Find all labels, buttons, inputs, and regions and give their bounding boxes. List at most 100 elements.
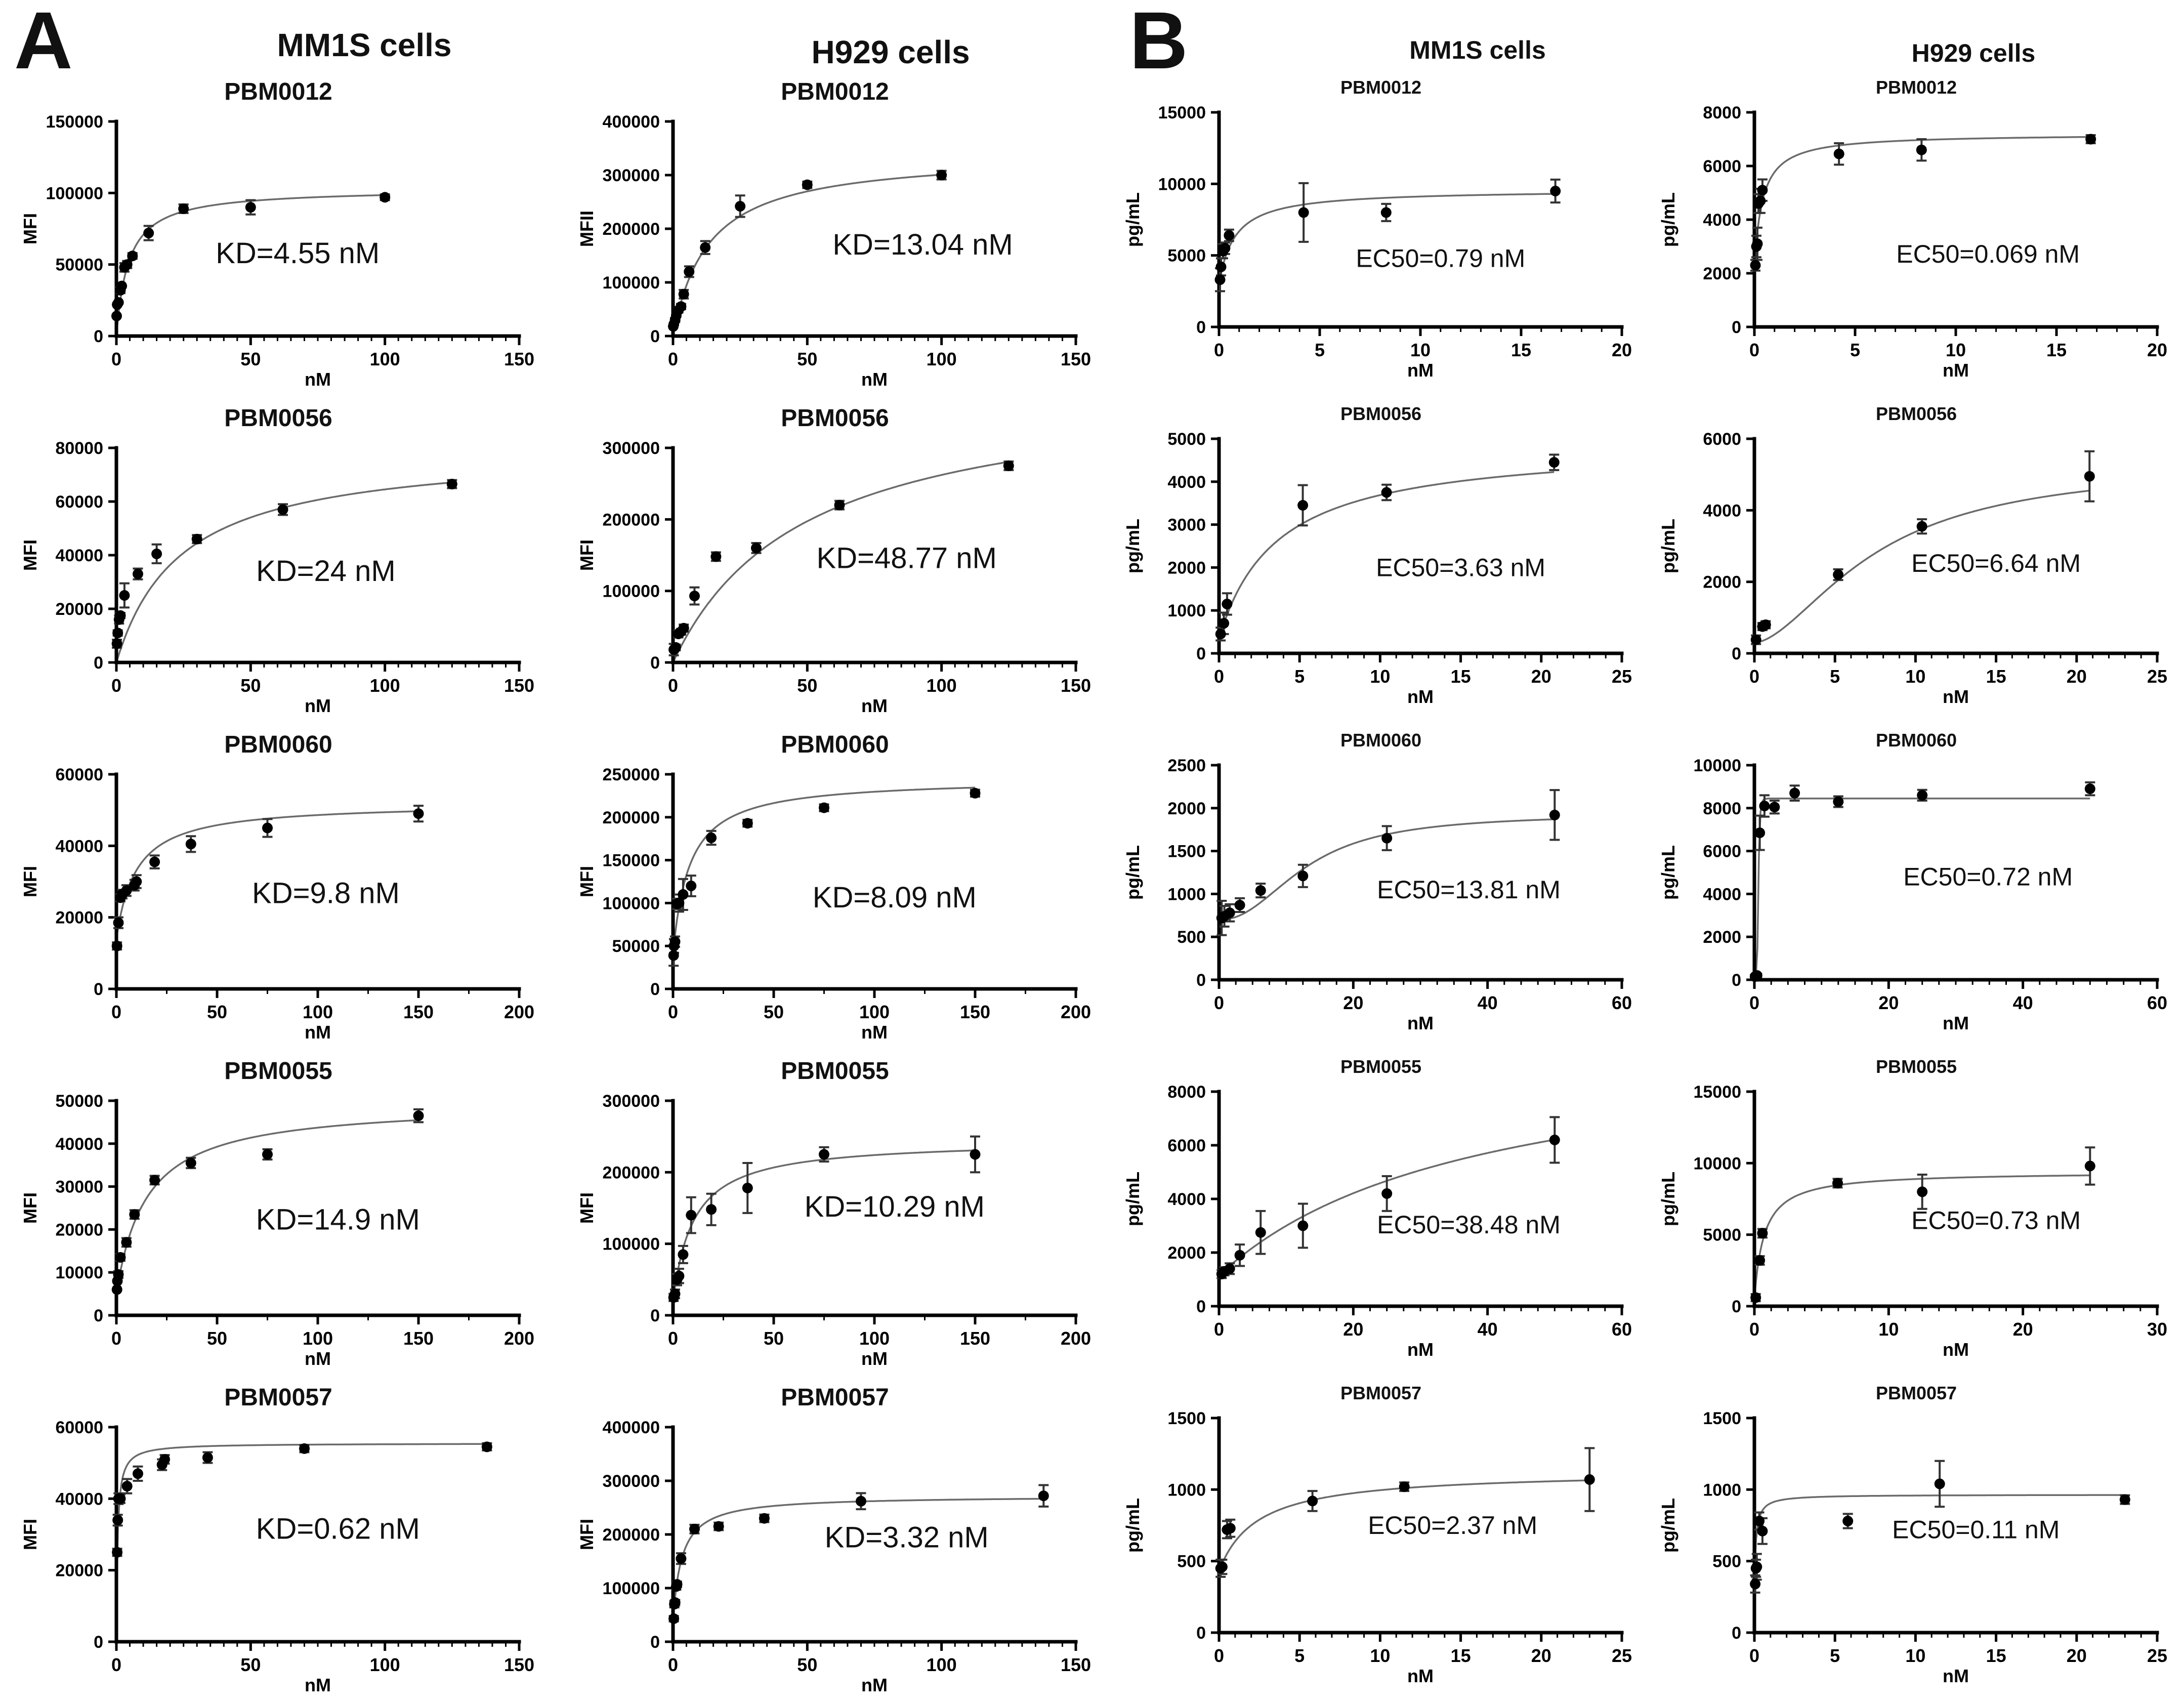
svg-text:150: 150: [504, 349, 534, 369]
data-point: [446, 479, 457, 489]
data-point: [1833, 148, 1844, 159]
data-point: [1234, 899, 1245, 910]
data-point: [819, 802, 829, 813]
svg-text:20: 20: [2067, 1645, 2087, 1666]
y-axis-label: pg/mL: [1658, 519, 1678, 573]
affinity-annotation: EC50=38.48 nM: [1377, 1211, 1561, 1239]
data-point: [121, 1481, 133, 1492]
axes-spines: [1752, 110, 2159, 329]
data-point: [674, 1270, 685, 1281]
data-point: [1934, 1478, 1945, 1489]
data-point: [735, 201, 746, 212]
x-axis-label: nM: [1407, 1666, 1434, 1685]
data-point: [1380, 207, 1392, 218]
svg-text:4000: 4000: [1703, 211, 1741, 230]
svg-text:15: 15: [1511, 340, 1531, 360]
svg-text:50: 50: [764, 1328, 784, 1349]
data-point: [1548, 457, 1560, 468]
data-point: [1220, 243, 1231, 254]
data-point: [1255, 885, 1266, 896]
svg-text:5: 5: [1315, 340, 1325, 360]
svg-text:80000: 80000: [55, 439, 103, 458]
affinity-annotation: KD=9.8 nM: [252, 877, 400, 909]
axes-spines: [1752, 437, 2159, 655]
y-axis-label: MFI: [576, 866, 597, 897]
y-axis-label: pg/mL: [1122, 519, 1143, 573]
data-point: [668, 1613, 680, 1624]
chart-title: PBM0055: [1340, 1056, 1422, 1077]
svg-text:25: 25: [1612, 1645, 1632, 1666]
svg-text:100: 100: [927, 1654, 957, 1675]
svg-text:10000: 10000: [1693, 1154, 1741, 1173]
x-axis-label: nM: [1407, 360, 1434, 380]
x-axis-label: nM: [305, 1022, 331, 1042]
svg-text:0: 0: [111, 1002, 121, 1022]
svg-text:200000: 200000: [603, 1163, 660, 1182]
data-point: [1222, 599, 1233, 609]
data-point: [1754, 827, 1766, 839]
svg-text:0: 0: [1749, 666, 1759, 687]
svg-text:40: 40: [1478, 992, 1498, 1013]
affinity-annotation: KD=4.55 nM: [216, 237, 380, 270]
data-point: [1769, 802, 1780, 813]
data-point: [1750, 260, 1761, 271]
svg-text:2000: 2000: [1167, 799, 1206, 818]
chart-title: PBM0055: [781, 1058, 889, 1085]
panel-b-mm1s-header: MM1S cells: [1409, 36, 1546, 64]
svg-text:40000: 40000: [55, 546, 103, 565]
svg-text:100: 100: [859, 1002, 890, 1022]
svg-text:0: 0: [1196, 318, 1206, 337]
svg-text:400000: 400000: [603, 112, 660, 132]
data-point: [277, 504, 288, 515]
affinity-annotation: KD=8.09 nM: [813, 881, 977, 914]
svg-text:200: 200: [504, 1002, 534, 1022]
svg-text:0: 0: [94, 1633, 103, 1652]
data-point: [262, 1149, 273, 1160]
chart-title: PBM0012: [224, 78, 332, 105]
data-point: [759, 1513, 770, 1524]
svg-text:150: 150: [960, 1328, 990, 1349]
svg-text:100000: 100000: [603, 1579, 660, 1598]
data-point: [689, 591, 700, 602]
data-point: [127, 251, 138, 262]
affinity-annotation: EC50=0.73 nM: [1911, 1206, 2081, 1234]
svg-text:20: 20: [1531, 666, 1551, 687]
svg-text:1000: 1000: [1167, 601, 1206, 620]
svg-text:100: 100: [370, 349, 400, 369]
x-axis-label: nM: [305, 1348, 331, 1368]
affinity-annotation: KD=0.62 nM: [256, 1512, 420, 1545]
svg-text:200: 200: [504, 1328, 534, 1349]
y-axis-label: MFI: [20, 866, 40, 897]
fit-curve: [672, 1498, 1044, 1620]
data-point: [1751, 1561, 1762, 1572]
svg-text:0: 0: [668, 675, 678, 696]
svg-text:100000: 100000: [603, 582, 660, 601]
svg-text:1000: 1000: [1703, 1480, 1741, 1500]
chart-title: PBM0057: [1340, 1383, 1422, 1403]
svg-text:0: 0: [1196, 644, 1206, 663]
svg-text:20000: 20000: [55, 600, 103, 619]
data-point: [1917, 1186, 1928, 1197]
svg-text:0: 0: [1749, 1319, 1759, 1340]
affinity-annotation: EC50=0.79 nM: [1356, 244, 1525, 272]
data-point: [149, 856, 160, 867]
x-axis-label: nM: [305, 1675, 331, 1694]
svg-text:300000: 300000: [603, 439, 660, 458]
svg-text:5: 5: [1830, 1645, 1840, 1666]
svg-text:5: 5: [1294, 1645, 1305, 1666]
data-point: [115, 1493, 126, 1504]
data-point: [133, 568, 143, 579]
data-point: [1219, 618, 1230, 629]
svg-text:5000: 5000: [1167, 430, 1206, 449]
x-axis-label: nM: [861, 1022, 888, 1042]
affinity-annotation: KD=13.04 nM: [832, 228, 1013, 261]
data-point: [689, 1523, 700, 1534]
